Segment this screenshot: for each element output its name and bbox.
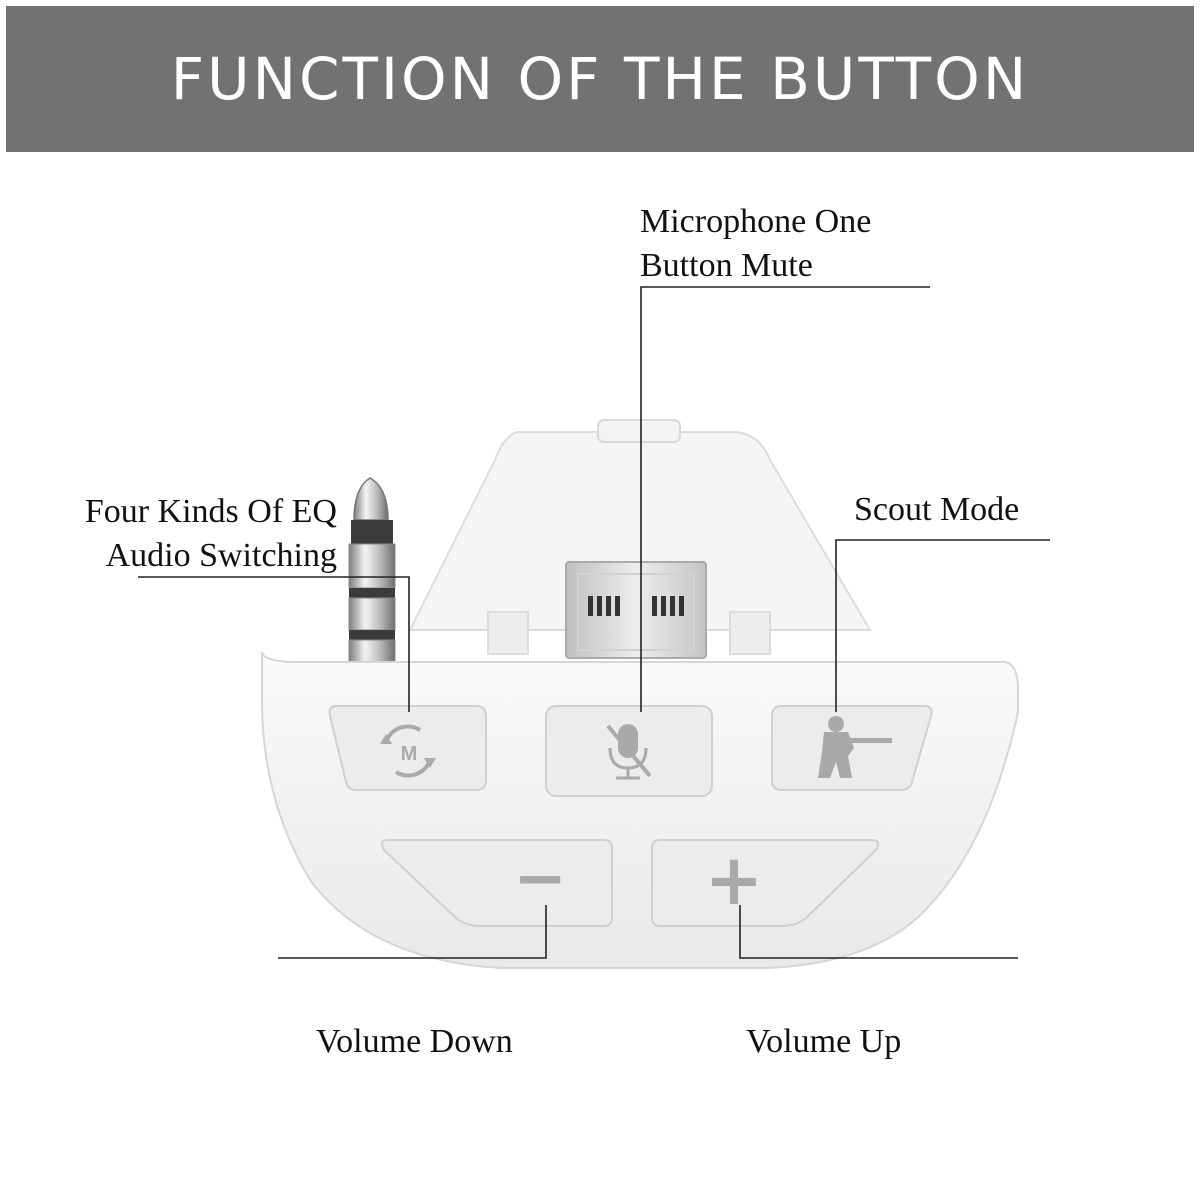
minus-icon: − xyxy=(513,842,567,916)
leader-lines xyxy=(138,286,1050,959)
device-back-housing xyxy=(408,419,872,655)
volume-up-button[interactable]: + xyxy=(651,839,880,927)
mic-mute-label-line1: Microphone One xyxy=(640,203,872,240)
eq-switch-button[interactable]: M xyxy=(328,705,487,791)
leader-line-mic xyxy=(640,286,930,712)
volume-down-label: Volume Down xyxy=(316,1023,513,1060)
soldier-icon xyxy=(818,716,892,778)
leader-line-volume-up xyxy=(739,905,1018,959)
mic-mute-label: Microphone One Button Mute xyxy=(640,200,871,288)
audio-jack-icon xyxy=(348,477,396,665)
leader-line-eq xyxy=(138,576,410,712)
eq-cycle-icon: M xyxy=(380,724,436,778)
mic-mute-button[interactable] xyxy=(545,705,713,797)
volume-up-label: Volume Up xyxy=(746,1023,902,1060)
usb-connector-icon xyxy=(565,561,707,659)
volume-down-button[interactable]: − xyxy=(380,839,613,927)
mic-mute-label-line2: Button Mute xyxy=(640,247,813,284)
eq-button-glyph: M xyxy=(401,743,418,765)
leader-line-scout xyxy=(835,539,1050,712)
eq-label-line1: Four Kinds Of EQ xyxy=(84,493,337,530)
plus-icon: + xyxy=(705,839,764,921)
scout-mode-label: Scout Mode xyxy=(854,491,1020,528)
scout-mode-button[interactable] xyxy=(771,705,933,791)
leader-line-volume-down xyxy=(278,905,547,959)
banner-title: FUNCTION OF THE BUTTON xyxy=(170,45,1030,113)
eq-label-line2: Audio Switching xyxy=(105,537,337,574)
device-front-body xyxy=(261,651,1019,969)
title-banner: FUNCTION OF THE BUTTON xyxy=(6,6,1194,152)
eq-label: Four Kinds Of EQ Audio Switching xyxy=(85,490,337,578)
mic-mute-icon xyxy=(606,724,652,780)
